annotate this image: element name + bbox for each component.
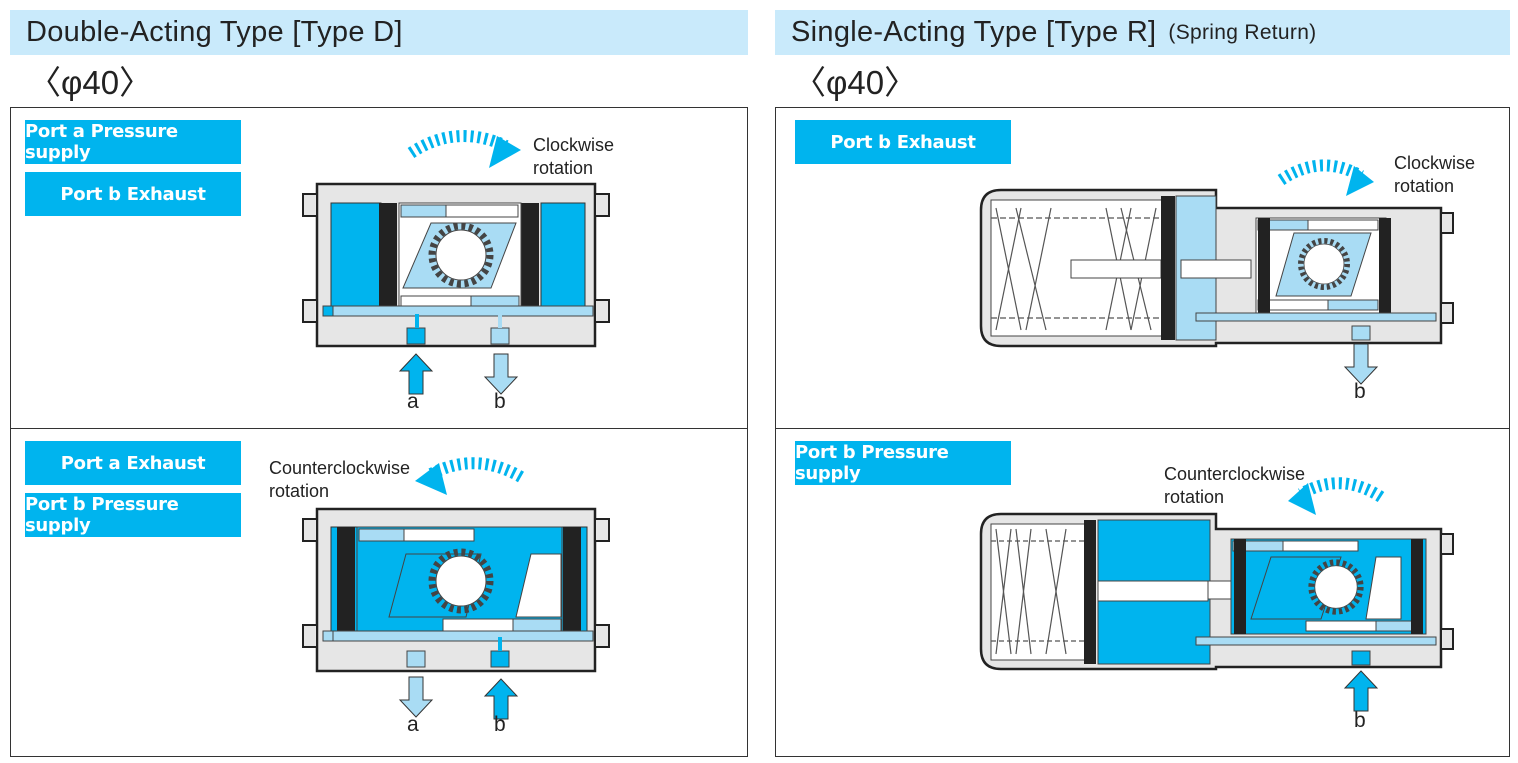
port-a-arrow-up [399, 353, 433, 395]
section-header: Double-Acting Type [Type D] [10, 10, 748, 55]
actuator-diagram-ccw [302, 457, 610, 720]
port-b [490, 327, 510, 345]
rotation-arrow [415, 457, 524, 495]
diagram-frame: Port a Pressure supply Port b Exhaust Cl… [10, 107, 748, 757]
rotation-arrow [1277, 159, 1374, 196]
port-b-letter: b [1354, 709, 1366, 732]
port-b-pressure-label: Port b Pressure supply [795, 441, 1011, 485]
port-a-exhaust-label: Port a Exhaust [25, 441, 241, 485]
section-header: Single-Acting Type [Type R] (Spring Retu… [775, 10, 1510, 55]
port-b-letter: b [1354, 380, 1366, 403]
single-acting-section: Single-Acting Type [Type R] (Spring Retu… [775, 10, 1510, 757]
double-clockwise-panel: Port a Pressure supply Port b Exhaust Cl… [11, 108, 747, 428]
port-a [406, 650, 426, 668]
port-a-letter: a [407, 390, 419, 413]
port-a-pressure-label: Port a Pressure supply [25, 120, 241, 164]
port-a [406, 327, 426, 345]
double-counterclockwise-panel: Port a Exhaust Port b Pressure supply Co… [11, 428, 747, 749]
port-b-arrow-up [1344, 670, 1378, 712]
port-b-arrow-down [484, 353, 518, 395]
port-a-letter: a [407, 713, 419, 736]
spring-coils [991, 528, 1086, 655]
port-b-letter: b [494, 390, 506, 413]
spring-actuator-diagram-cw [979, 159, 1454, 385]
rotation-text: Clockwise rotation [533, 135, 615, 178]
rotation-arrow [1288, 477, 1385, 515]
port-b-pressure-label: Port b Pressure supply [25, 493, 241, 537]
port-b-letter: b [494, 713, 506, 736]
port-a-arrow-down [399, 676, 433, 718]
port-b [1351, 325, 1371, 341]
rotation-text: Counterclockwise rotation [269, 458, 411, 501]
actuator-diagram-cw [302, 130, 610, 395]
section-title: Single-Acting Type [Type R] [791, 16, 1157, 48]
section-title: Double-Acting Type [Type D] [26, 16, 403, 48]
port-b-arrow-down [1344, 343, 1378, 385]
spring-actuator-diagram-ccw [979, 477, 1454, 712]
port-b [1351, 650, 1371, 666]
rotation-text: Counterclockwise rotation [1164, 464, 1306, 507]
section-subtitle: (Spring Return) [1168, 20, 1317, 44]
double-acting-section: Double-Acting Type [Type D] 〈φ40〉 Port a… [10, 10, 748, 757]
rotation-text: Clockwise rotation [1394, 153, 1476, 196]
bore-size: 〈φ40〉 [793, 64, 918, 101]
rotation-arrow [407, 130, 521, 168]
bore-size: 〈φ40〉 [28, 64, 153, 101]
port-b-exhaust-label: Port b Exhaust [25, 172, 241, 216]
diagram-frame: Port b Exhaust Clockwise rotation [775, 107, 1510, 757]
single-counterclockwise-panel: Port b Pressure supply Counterclockwise … [776, 428, 1509, 749]
single-clockwise-panel: Port b Exhaust Clockwise rotation [776, 108, 1509, 428]
port-b-exhaust-label: Port b Exhaust [795, 120, 1011, 164]
port-b [490, 650, 510, 668]
